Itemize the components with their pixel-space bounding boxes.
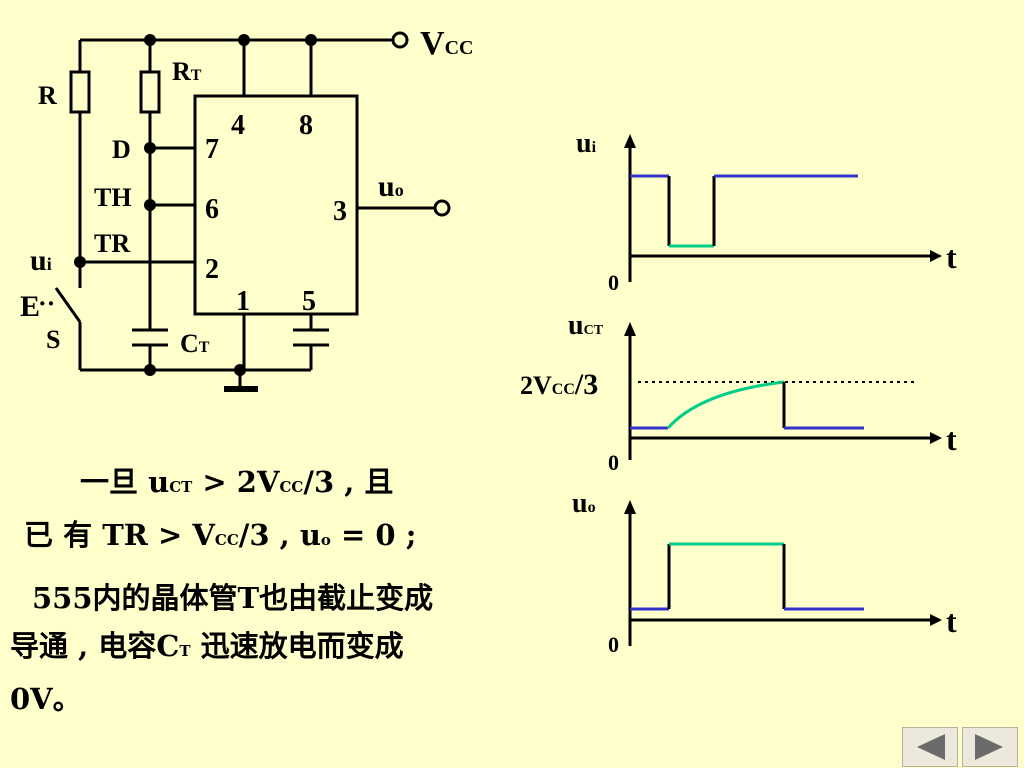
uo-zero-label: 0 bbox=[608, 632, 619, 657]
pin8-label: 8 bbox=[299, 110, 313, 141]
uct-axis-label: uCT bbox=[568, 310, 604, 341]
ct-label: CT bbox=[180, 329, 210, 358]
e-label: E bbox=[20, 290, 40, 323]
pin6-label: 6 bbox=[205, 194, 219, 225]
junction-dot bbox=[238, 34, 250, 46]
ui-label: ui bbox=[30, 244, 52, 277]
resistor-rt bbox=[139, 70, 161, 114]
pin2-label: 2 bbox=[205, 254, 219, 285]
next-slide-button[interactable] bbox=[962, 727, 1018, 767]
switch-s bbox=[54, 287, 82, 323]
explanation-line-2: 已 有 TR > VCC/3 , uo = 0 ; bbox=[24, 518, 417, 552]
pin5-label: 5 bbox=[302, 286, 316, 317]
pin3-label: 3 bbox=[333, 196, 347, 227]
r-label: R bbox=[38, 81, 57, 110]
junction-dot bbox=[144, 34, 156, 46]
junction-dot bbox=[144, 199, 156, 211]
vcc-terminal bbox=[391, 31, 409, 49]
waveform-ui: ui t 0 bbox=[576, 128, 957, 295]
resistor-r bbox=[69, 70, 91, 114]
junction-dots bbox=[74, 34, 317, 376]
waveform-uo: uo t 0 bbox=[572, 488, 957, 657]
tr-label: TR bbox=[94, 229, 130, 258]
junction-dot bbox=[234, 364, 246, 376]
e-dashes: ·· bbox=[38, 289, 55, 318]
explanation-paragraph-1: 一旦 uCT > 2VCC/3 , 且 已 有 TR > VCC/3 , uo … bbox=[10, 458, 460, 564]
uct-level-label: 2VCC/3 bbox=[520, 368, 598, 401]
circuit-diagram bbox=[54, 38, 434, 392]
uct-charge-curve bbox=[666, 380, 785, 429]
uo-t-label: t bbox=[946, 603, 957, 639]
previous-slide-button[interactable] bbox=[902, 727, 958, 767]
uct-t-label: t bbox=[946, 421, 957, 457]
d-label: D bbox=[112, 135, 131, 164]
pin7-label: 7 bbox=[205, 134, 219, 165]
uo-axis-label: uo bbox=[572, 488, 596, 519]
explanation-paragraph-2: 555内的晶体管T也由截止变成导通 , 电容CT 迅速放电而变成 0V。 bbox=[10, 581, 434, 716]
pin4-label: 4 bbox=[231, 110, 245, 141]
pin1-label: 1 bbox=[236, 286, 250, 317]
ui-axis-label: ui bbox=[576, 128, 597, 159]
junction-dot bbox=[144, 364, 156, 376]
uo-label: uo bbox=[378, 170, 404, 203]
vcc-label: VCC bbox=[420, 25, 473, 62]
uct-zero-label: 0 bbox=[608, 450, 619, 475]
junction-dot bbox=[305, 34, 317, 46]
rt-label: RT bbox=[172, 57, 202, 86]
explanation-line-1: 一旦 uCT > 2VCC/3 , 且 bbox=[80, 465, 394, 499]
junction-dot bbox=[74, 256, 86, 268]
uo-terminal bbox=[433, 199, 451, 217]
s-label: S bbox=[46, 325, 60, 354]
chip-555 bbox=[193, 94, 359, 316]
th-label: TH bbox=[94, 183, 132, 212]
ui-zero-label: 0 bbox=[608, 270, 619, 295]
triangle-left-icon bbox=[917, 734, 945, 760]
ui-t-label: t bbox=[946, 239, 957, 275]
triangle-right-icon bbox=[975, 734, 1003, 760]
waveform-uct: uCT 2VCC/3 t 0 bbox=[520, 310, 957, 475]
junction-dot bbox=[144, 142, 156, 154]
